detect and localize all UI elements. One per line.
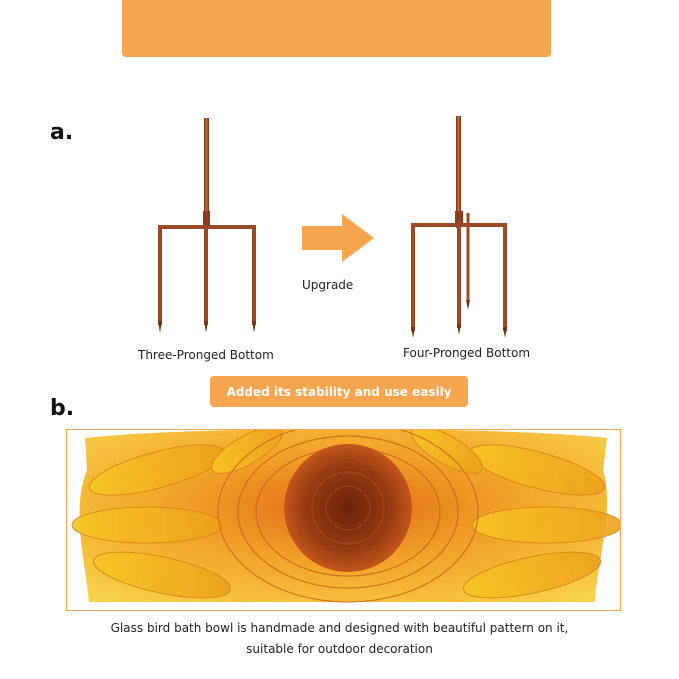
stability-highlight-badge: Added its stability and use easily bbox=[210, 376, 468, 407]
three-pronged-stake-image bbox=[158, 118, 256, 333]
right-arrow-icon bbox=[302, 214, 374, 262]
section-label-a: a. bbox=[50, 120, 74, 145]
description-line-2: suitable for outdoor decoration bbox=[246, 642, 433, 656]
section-label-b: b. bbox=[50, 396, 75, 421]
sunflower-bowl-photo bbox=[66, 429, 621, 611]
top-banner bbox=[122, 0, 551, 57]
four-pronged-stake-image bbox=[411, 116, 507, 338]
upgrade-label: Upgrade bbox=[302, 278, 354, 292]
description-line-1: Glass bird bath bowl is handmade and des… bbox=[110, 621, 569, 635]
sunflower-bowl-image bbox=[67, 430, 620, 610]
four-pronged-caption: Four-Pronged Bottom bbox=[403, 346, 531, 360]
three-pronged-caption: Three-Pronged Bottom bbox=[138, 348, 274, 362]
